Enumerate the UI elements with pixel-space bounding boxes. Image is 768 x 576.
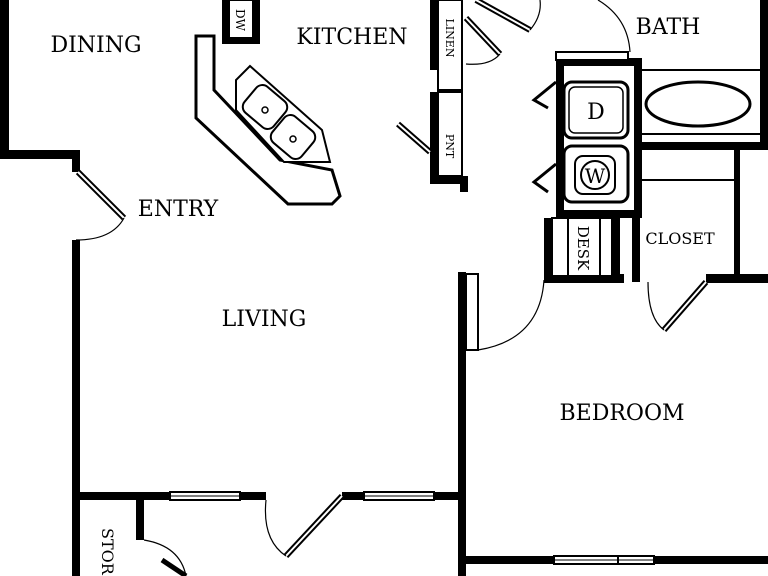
bath-vanity-edge [555, 51, 629, 61]
linen-left-wall [430, 0, 438, 70]
bedroom-top-wall-a [544, 274, 624, 283]
label-closet: CLOSET [645, 229, 715, 248]
closet-left-wall [632, 218, 640, 282]
dishwasher-panel [228, 0, 254, 39]
label-dryer: D [587, 100, 605, 125]
label-entry: ENTRY [138, 197, 219, 222]
sink-drain-left [261, 106, 269, 114]
bath-bottom-wall [642, 142, 768, 150]
label-storage: STOR [98, 528, 117, 576]
kitchen-counter [194, 34, 342, 206]
bedroom-bottom-wall-b [654, 556, 768, 564]
storage-door-leaf [160, 557, 188, 576]
label-washer: W [585, 164, 606, 188]
pantry-cabinet [437, 91, 463, 177]
label-dining: DINING [50, 33, 141, 58]
storage-wall [136, 500, 144, 540]
label-desk: DESK [574, 226, 592, 271]
living-bottom-wall-c [342, 492, 364, 500]
dining-left-wall [0, 0, 9, 158]
label-linen: LINEN [443, 19, 456, 58]
hall-door-leaf-inner [475, 0, 531, 31]
patio-door-leaf-inner [285, 495, 343, 557]
patio-door-swing [264, 499, 287, 557]
bathtub [644, 80, 752, 128]
storage-door-swing [143, 539, 187, 576]
room-labels: DINING KITCHEN BATH ENTRY LIVING BEDROOM… [50, 15, 715, 576]
entry-door-leaf-inner [77, 171, 125, 219]
entry-door-swing [75, 217, 125, 241]
label-bedroom: BEDROOM [559, 401, 684, 426]
label-kitchen: KITCHEN [296, 25, 407, 50]
bedroom-bottom-wall-a [466, 556, 554, 564]
dryer [562, 80, 630, 140]
washer [562, 144, 630, 204]
laundry-top-wall [556, 58, 642, 66]
laundry-left-wall [556, 58, 564, 218]
counter-inner-line [213, 36, 333, 171]
bedroom-door-swing [477, 279, 545, 351]
linen-door-leaf-inner [465, 17, 501, 55]
washer-lid [574, 155, 616, 195]
hall-door-swing [529, 0, 541, 31]
bedroom-door-leaf [465, 273, 479, 351]
pantry-door-leaf-inner [397, 123, 431, 153]
pantry-left-wall [430, 92, 438, 184]
entry-jamb-upper [72, 150, 80, 172]
closet-door-swing [647, 281, 665, 331]
label-bath: BATH [636, 15, 701, 40]
dryer-inner [568, 86, 624, 134]
label-dishwasher: DW [233, 9, 247, 32]
tub-basin [644, 80, 752, 128]
laundry-door-lower [531, 162, 557, 194]
bedroom-top-wall-b [706, 274, 768, 283]
detail-lines [228, 0, 760, 277]
living-bottom-wall-b [240, 492, 266, 500]
living-bottom-wall-d [434, 492, 458, 500]
closet-door-leaf-inner [663, 281, 707, 331]
sink-drain-right [289, 135, 297, 143]
label-pantry: PNT [443, 134, 456, 159]
desk-left-wall [544, 218, 552, 282]
bath-right-wall [760, 0, 768, 150]
linen-cabinet [437, 0, 463, 91]
laundry-bottom-wall [556, 210, 642, 218]
bath-door-swing [597, 0, 631, 53]
pantry-bottom-stub [460, 176, 468, 192]
laundry-right-wall [634, 58, 642, 218]
pantry-bottom-wall [430, 176, 468, 184]
dining-bottom-wall [0, 150, 80, 159]
doors [75, 0, 709, 576]
laundry [531, 80, 630, 204]
living-left-wall [72, 240, 80, 576]
desk-top [567, 217, 601, 277]
desk-right-wall [612, 218, 620, 282]
washer-drum [580, 160, 610, 190]
bedroom-left-wall [458, 272, 466, 576]
windows [169, 491, 655, 565]
fixture-labels: DW LINEN PNT D W DESK [233, 9, 606, 271]
closet-right-wall [734, 150, 740, 276]
linen-door-swing [465, 53, 501, 65]
living-bottom-wall-a [80, 492, 170, 500]
laundry-door-upper [531, 80, 557, 110]
label-living: LIVING [222, 307, 307, 332]
